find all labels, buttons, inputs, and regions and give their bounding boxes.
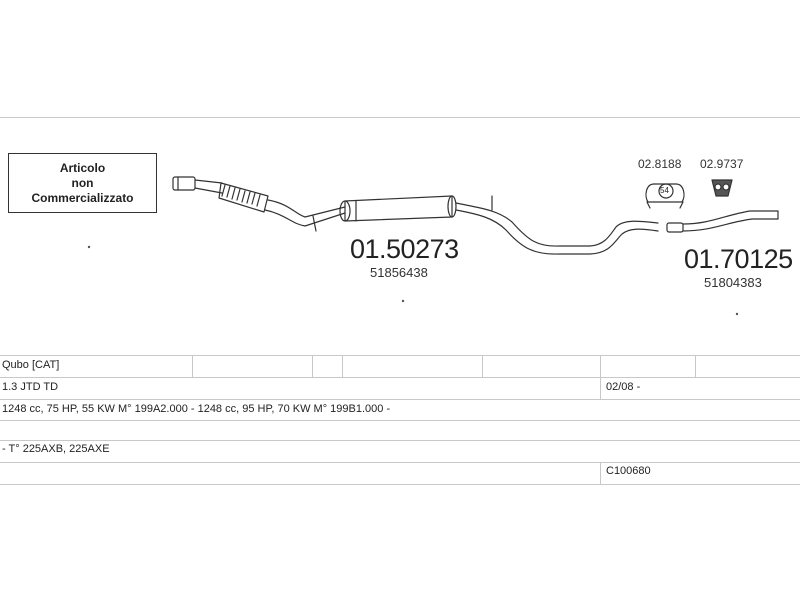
clamp-part-code: 02.8188 xyxy=(638,157,682,171)
note-line-3: Commercializzato xyxy=(31,190,134,205)
table-line-2 xyxy=(0,377,800,378)
reference-dots xyxy=(87,245,739,316)
main-part-code: 01.50273 xyxy=(350,234,459,264)
col-divider-2 xyxy=(312,355,313,377)
top-border xyxy=(0,117,800,118)
col-divider-3 xyxy=(342,355,343,377)
vehicle-model: Qubo [CAT] xyxy=(2,359,60,371)
col-divider-4 xyxy=(482,355,483,377)
hanger-part-code: 02.9737 xyxy=(700,157,744,171)
catalog-code: C100680 xyxy=(606,465,651,477)
rubber-hanger-icon xyxy=(711,179,733,197)
note-line-1: Articolo xyxy=(59,160,106,175)
table-line-7 xyxy=(0,484,800,485)
rear-part-code: 01.70125 xyxy=(684,244,793,274)
production-date: 02/08 - xyxy=(606,381,641,393)
table-line-4 xyxy=(0,420,800,421)
intermediate-pipe xyxy=(455,195,659,255)
col-divider-7 xyxy=(600,462,601,484)
table-line-3 xyxy=(0,399,800,400)
engine-specs: 1248 cc, 75 HP, 55 KW M° 199A2.000 - 124… xyxy=(2,403,391,415)
main-part-reference: 51856438 xyxy=(370,265,428,280)
not-sold-note: Articolo non Commercializzato xyxy=(8,153,157,213)
clamp-size-label: 54 xyxy=(660,186,669,195)
col-divider-5 xyxy=(600,355,601,399)
rear-pipe xyxy=(666,210,779,233)
col-divider-1 xyxy=(192,355,193,377)
rear-part-reference: 51804383 xyxy=(704,275,762,290)
clamp-icon xyxy=(645,183,685,209)
vehicle-types: - T° 225AXB, 225AXE xyxy=(2,443,110,455)
middle-silencer xyxy=(339,195,457,222)
table-line-5 xyxy=(0,440,800,441)
col-divider-6 xyxy=(695,355,696,377)
table-line-1 xyxy=(0,355,800,356)
note-line-2: non xyxy=(71,175,94,190)
engine-label: 1.3 JTD TD xyxy=(2,381,59,393)
front-pipe xyxy=(172,176,346,232)
table-line-6 xyxy=(0,462,800,463)
